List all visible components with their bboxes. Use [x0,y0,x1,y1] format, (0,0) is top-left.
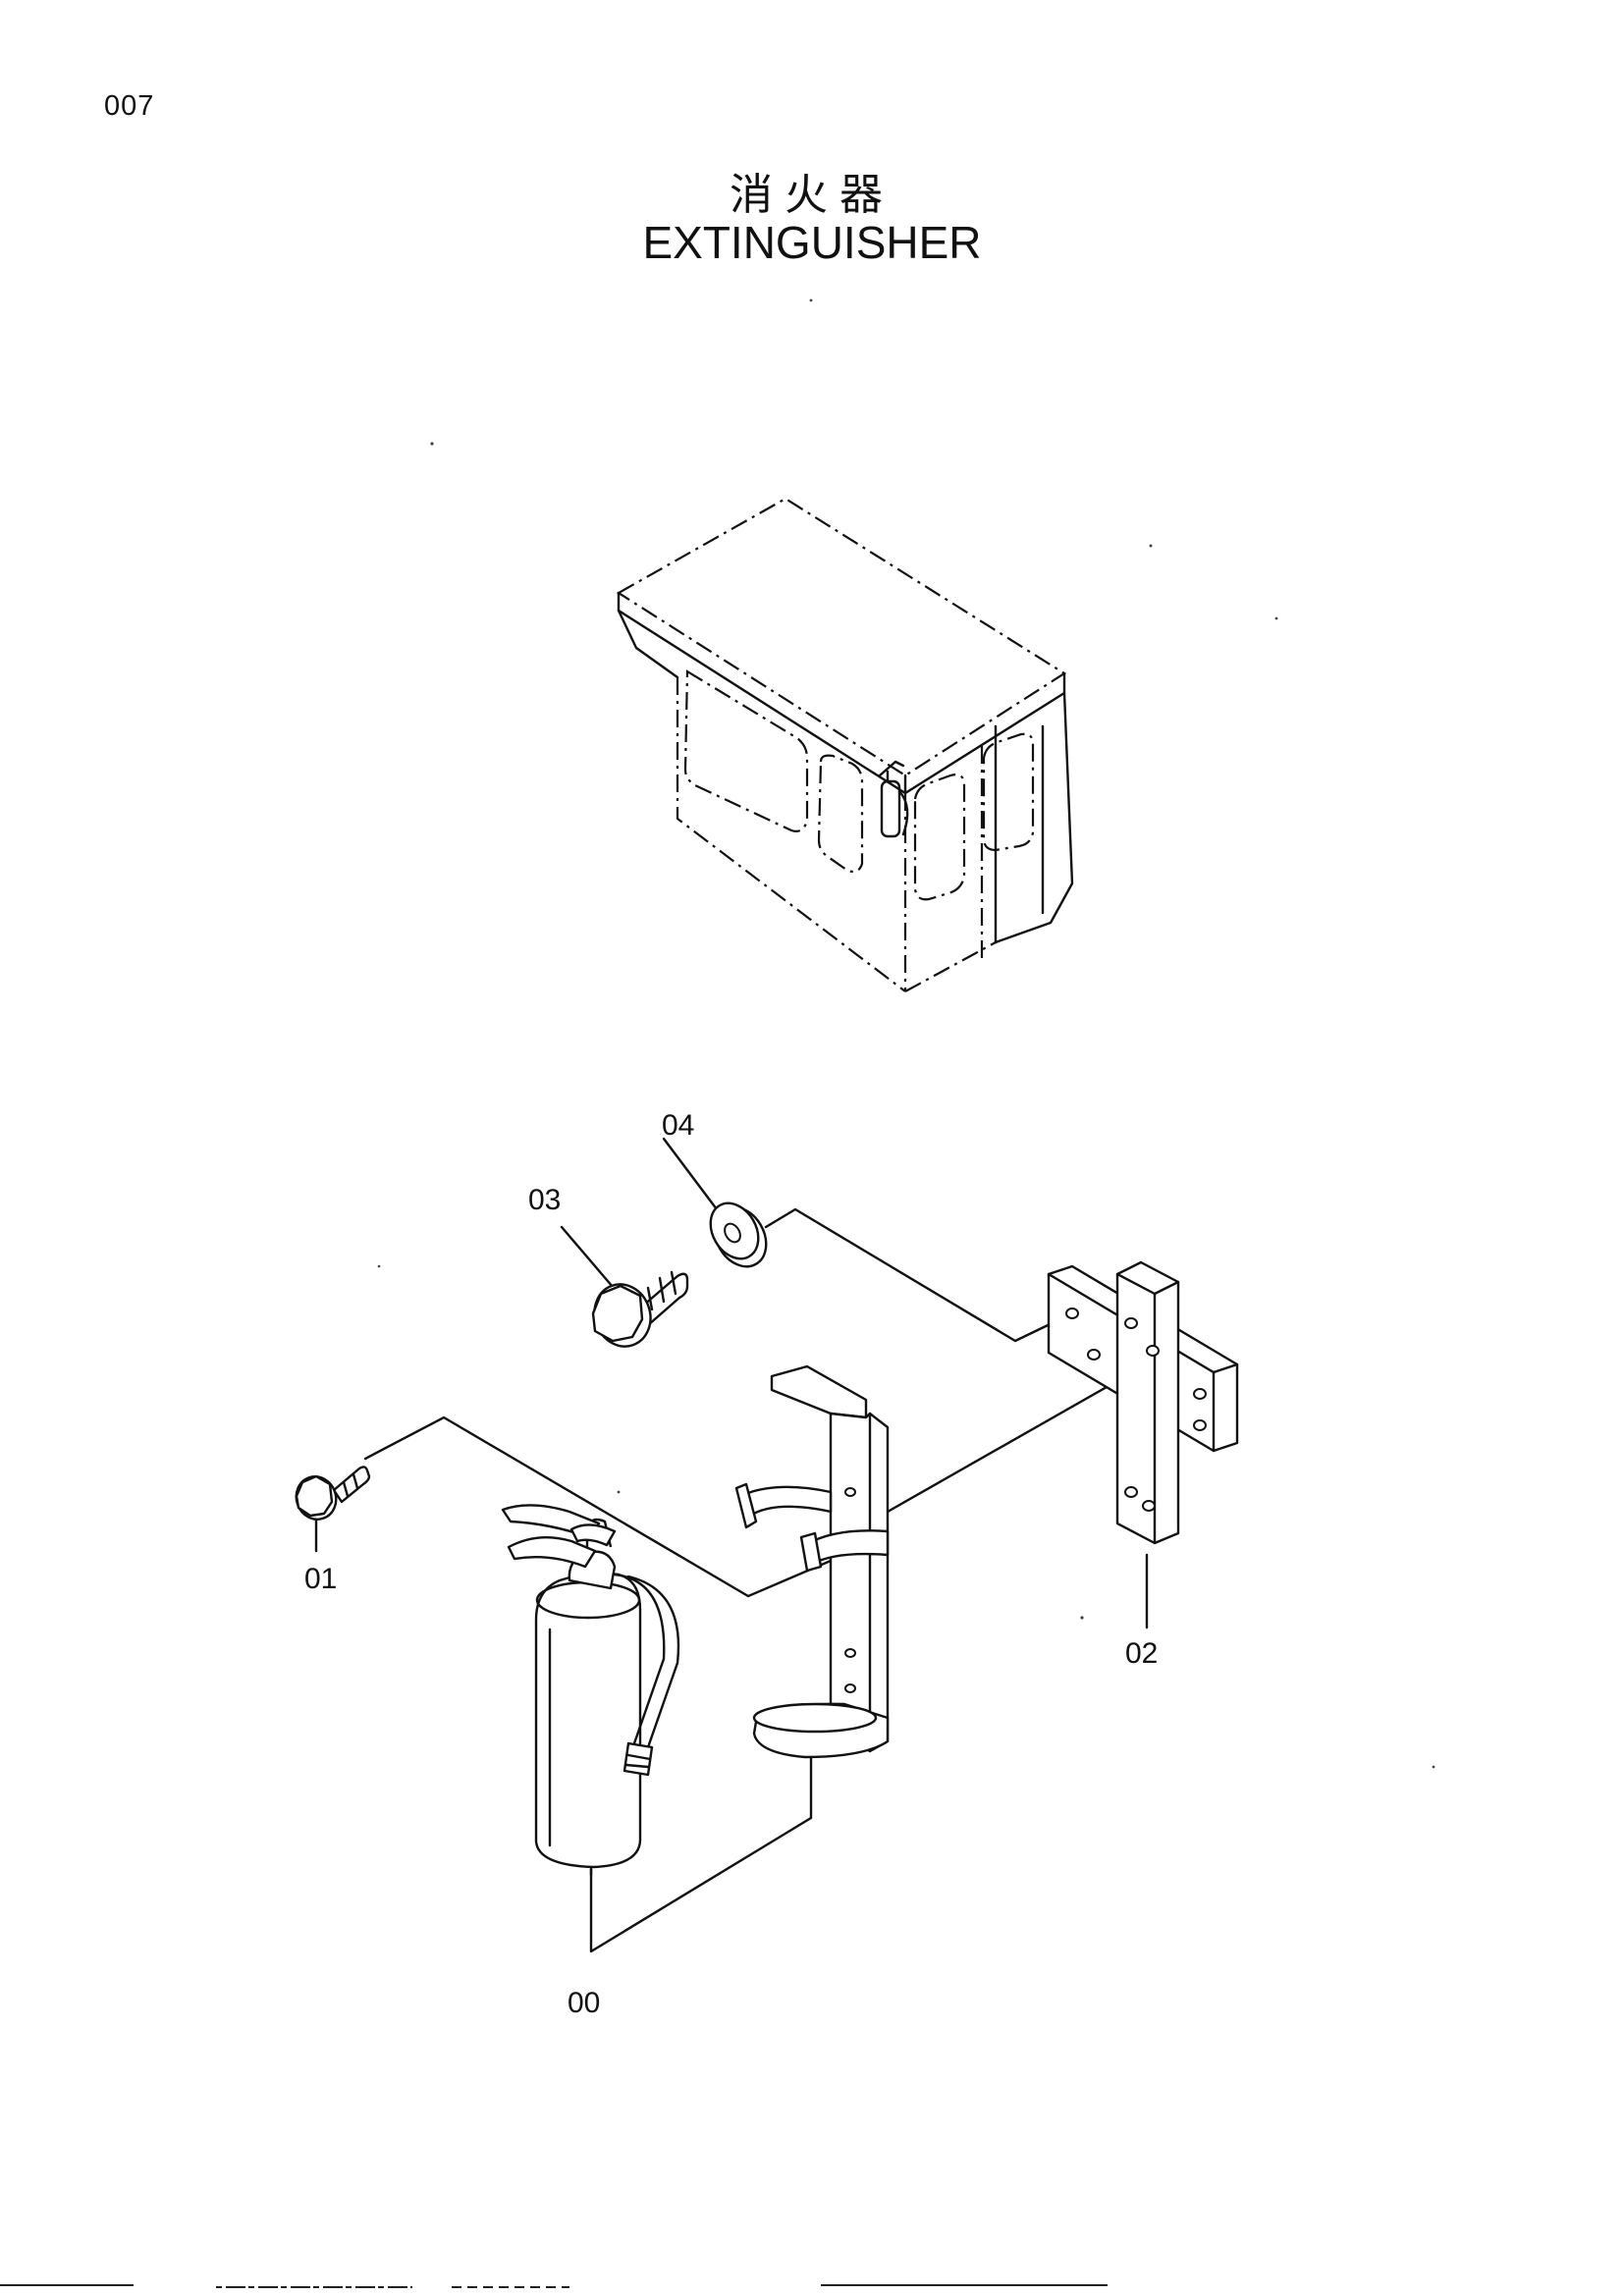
callout-01: 01 [304,1563,337,1595]
footer-rule [0,2284,1108,2288]
washer-04 [709,1201,768,1268]
callout-04: 04 [662,1109,694,1142]
fire-extinguisher [501,1504,680,1869]
callout-00: 00 [568,1987,600,2019]
scan-specks [377,298,1435,1769]
page-number: 007 [104,90,155,122]
callout-03: 03 [528,1184,561,1216]
callout-02: 02 [1125,1637,1158,1670]
extinguisher-holder [734,1364,890,1759]
bolt-01 [295,1466,371,1553]
callout-labels: 04 03 01 02 00 [304,1109,1158,2019]
bracket-02 [1047,1260,1239,1545]
page-title-cjk: 消火器 [730,170,894,220]
cab-overview [616,497,1074,992]
page-title-en: EXTINGUISHER [642,217,982,268]
bolt-03 [591,1270,689,1348]
